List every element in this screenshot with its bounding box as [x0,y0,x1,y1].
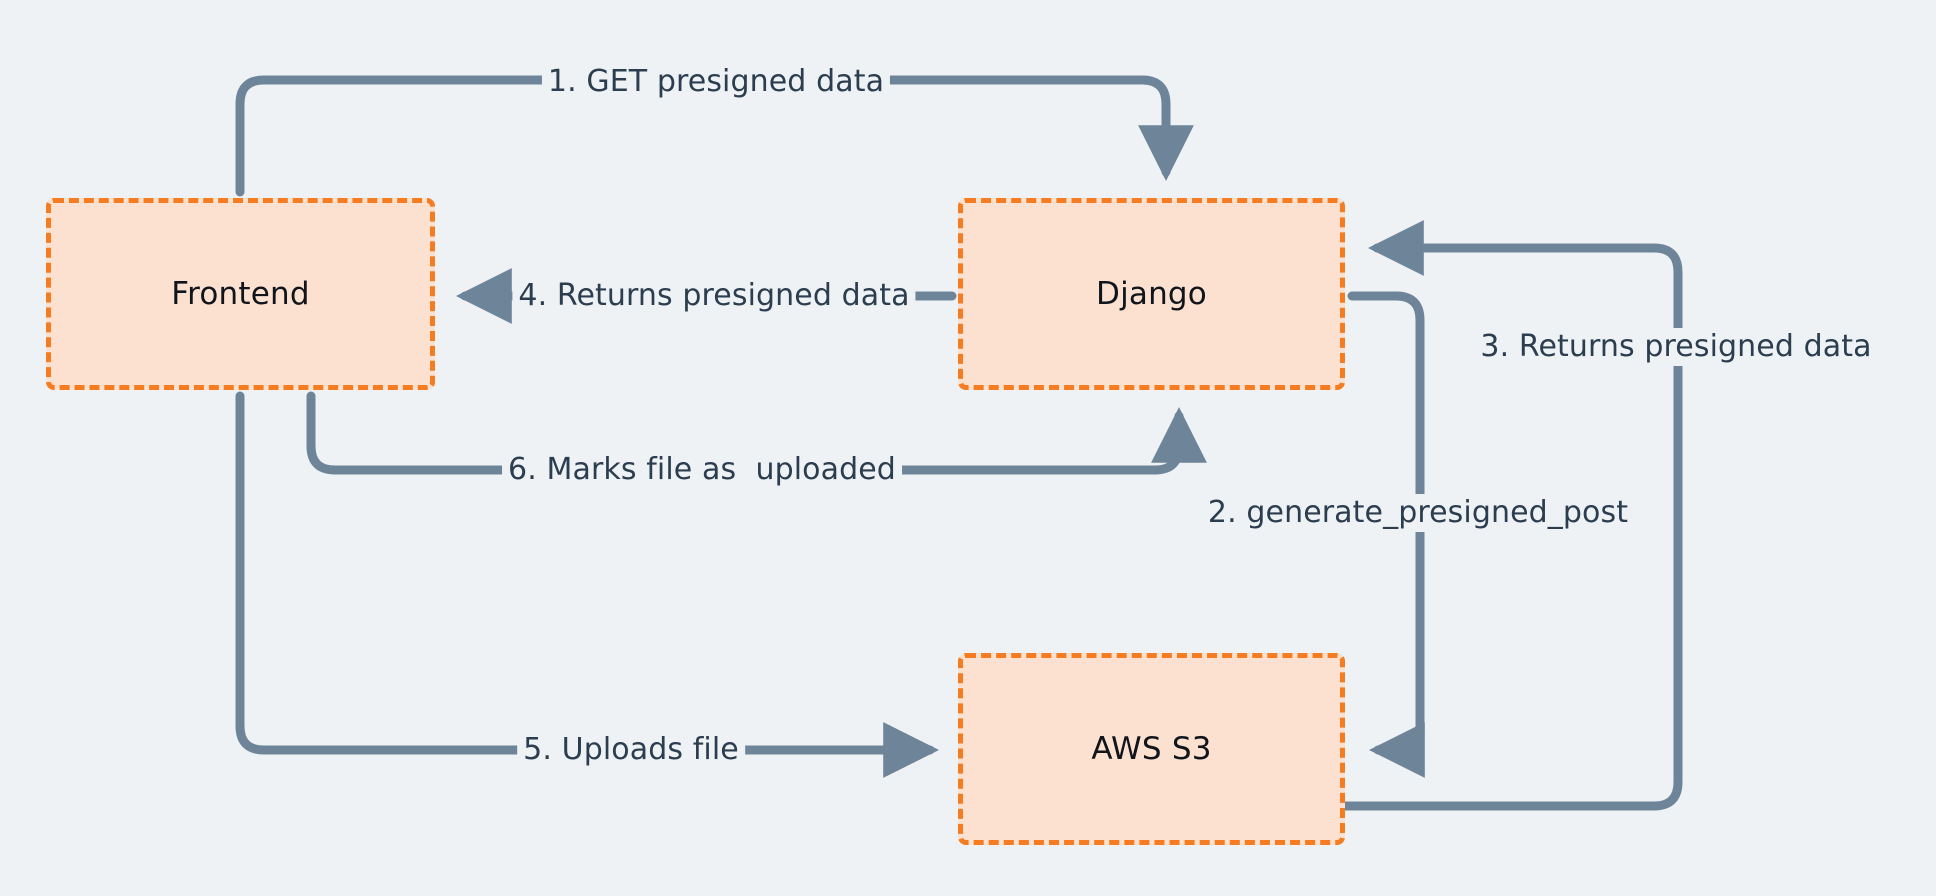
edge-label-5: 5. Uploads file [517,731,745,769]
node-frontend[interactable]: Frontend [46,198,435,390]
node-django[interactable]: Django [958,198,1345,390]
edge-label-4: 4. Returns presigned data [512,277,916,315]
edge-label-1: 1. GET presigned data [541,63,891,101]
node-frontend-label: Frontend [171,276,310,312]
edge-label-2: 2. generate_presigned_post [1201,494,1635,532]
node-aws-s3-label: AWS S3 [1091,731,1212,767]
node-django-label: Django [1096,276,1207,312]
edge-path-5 [235,391,940,778]
edge-label-6: 6. Marks file as uploaded [502,451,902,489]
node-aws-s3[interactable]: AWS S3 [958,653,1345,845]
edge-label-3: 3. Returns presigned data [1474,328,1878,366]
edge-path-3 [1340,220,1683,811]
